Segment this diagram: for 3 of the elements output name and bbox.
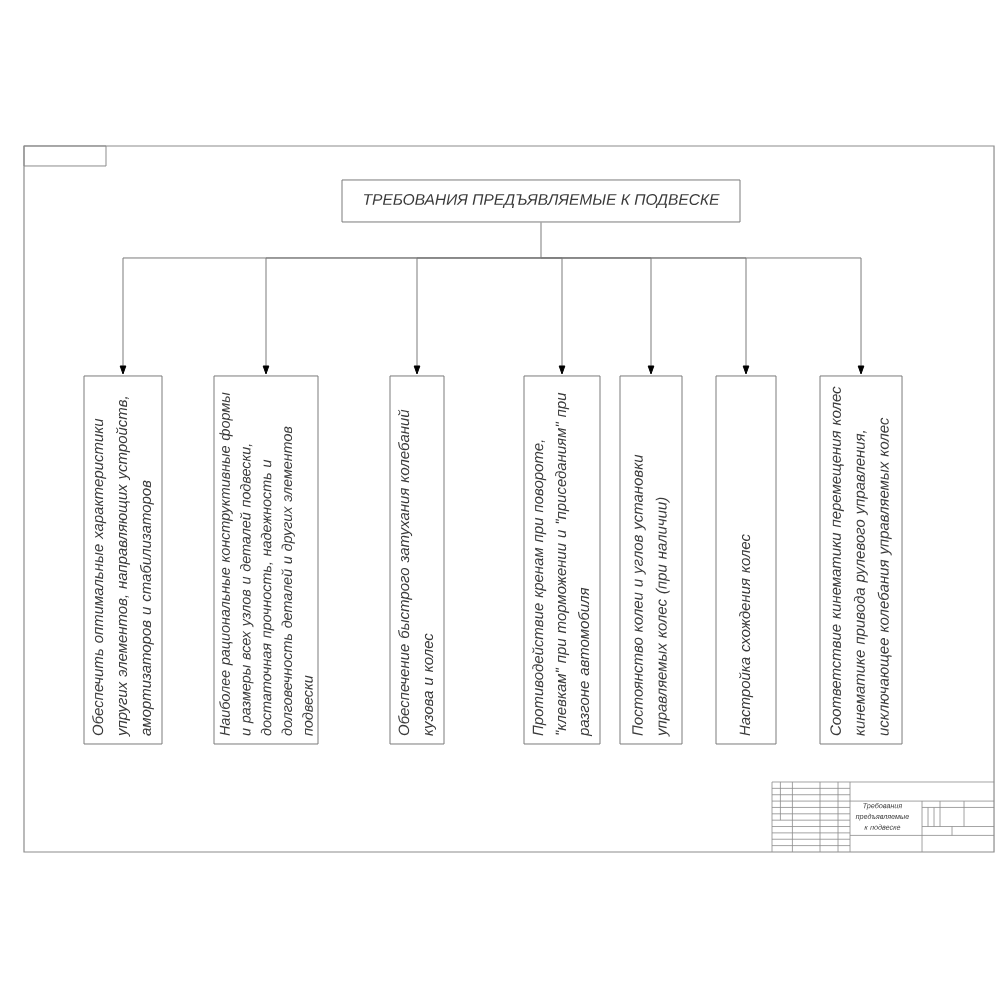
arrow bbox=[413, 257, 542, 375]
arrow bbox=[540, 257, 865, 375]
connector-line bbox=[540, 222, 542, 259]
